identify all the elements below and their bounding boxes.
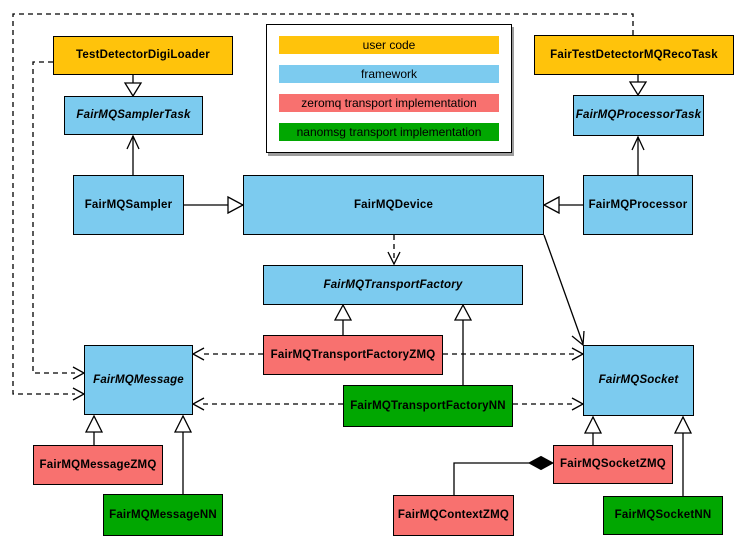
edge-inheritance-factoryzmq-factory: [333, 303, 353, 335]
node-fairmqprocessortask: FairMQProcessorTask: [573, 95, 704, 136]
edge-inheritance-messagenn-message: [173, 414, 193, 494]
edge-inheritance-processor-device: [542, 195, 583, 215]
edge-inheritance-digiloader-samplertask: [123, 75, 143, 98]
edge-dependency-factorynn-socket: [513, 397, 585, 411]
node-fairmqsocketnn: FairMQSocketNN: [603, 496, 723, 535]
edge-dependency-factoryzmq-message: [191, 347, 263, 361]
legend-item-nanomsg: nanomsg transport implementation: [279, 123, 499, 141]
legend-item-framework: framework: [279, 65, 499, 83]
edge-association-sampler-samplertask: [126, 134, 140, 175]
node-fairmqmessagenn: FairMQMessageNN: [103, 494, 223, 536]
edge-dependency-device-transportfactory: [387, 235, 401, 266]
legend-item-user-code: user code: [279, 36, 499, 54]
node-fairmqsampler: FairMQSampler: [73, 175, 184, 235]
node-fairmqsocket: FairMQSocket: [583, 345, 694, 416]
edge-association-device-socket: [543, 234, 585, 347]
node-fairmqtransportfactorynn: FairMQTransportFactoryNN: [343, 385, 513, 427]
node-fairmqsocketzmq: FairMQSocketZMQ: [553, 445, 673, 484]
edge-dependency-factoryzmq-socket: [443, 347, 585, 361]
node-fairmqdevice: FairMQDevice: [243, 175, 544, 235]
edge-inheritance-socketzmq-socket: [583, 415, 603, 445]
edge-inheritance-sampler-device: [184, 195, 245, 215]
node-fairmqsamplertask: FairMQSamplerTask: [64, 96, 203, 135]
node-fairmqtransportfactoryzmq: FairMQTransportFactoryZMQ: [263, 335, 443, 375]
legend-box: user code framework zeromq transport imp…: [266, 24, 512, 153]
edge-inheritance-factorynn-factory: [453, 303, 473, 385]
legend-item-zeromq: zeromq transport implementation: [279, 94, 499, 112]
node-fairmqmessagezmq: FairMQMessageZMQ: [33, 445, 163, 485]
edge-inheritance-socketnn-socket: [673, 415, 693, 496]
node-fairmqtransportfactory: FairMQTransportFactory: [263, 265, 523, 305]
edge-composition-socketzmq-contextzmq: [453, 455, 555, 495]
edge-dependency-factorynn-message: [191, 397, 343, 411]
edge-inheritance-recotask-processortask: [628, 73, 648, 97]
edge-inheritance-messagezmq-message: [84, 414, 104, 445]
edge-association-processor-processortask: [631, 135, 645, 175]
node-fairmqprocessor: FairMQProcessor: [583, 175, 693, 235]
node-fairmqmessage: FairMQMessage: [84, 345, 193, 415]
node-fairtestdetectormqrecotask: FairTestDetectorMQRecoTask: [534, 35, 734, 75]
node-fairmqcontextzmq: FairMQContextZMQ: [393, 495, 514, 536]
node-testdetectordigiloader: TestDetectorDigiLoader: [53, 36, 233, 75]
